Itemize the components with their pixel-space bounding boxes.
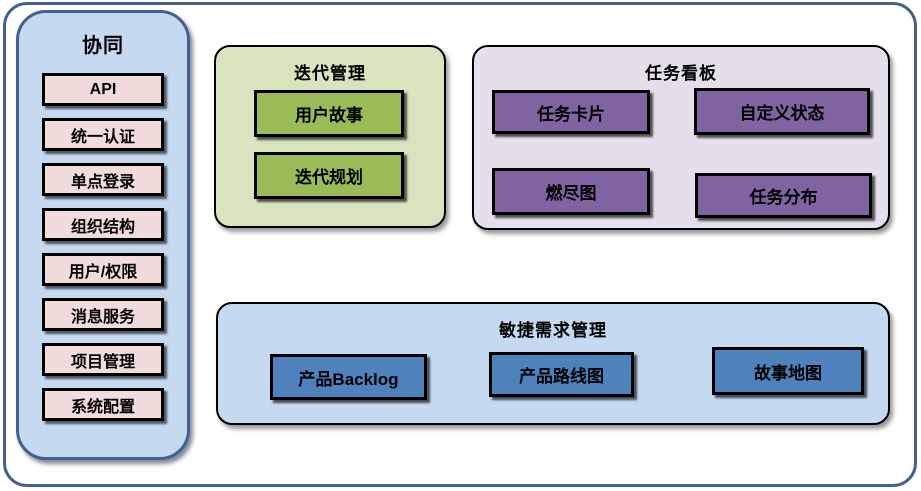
sidebar-item-org-structure: 组织结构 (42, 208, 164, 241)
sidebar-item-api: API (42, 73, 164, 106)
sidebar-title: 协同 (82, 35, 124, 57)
group-iteration-title: 迭代管理 (294, 64, 366, 83)
group-task-board: 任务看板 任务卡片 自定义状态 燃尽图 任务分布 (472, 45, 890, 230)
sidebar-item-message-service: 消息服务 (42, 298, 164, 331)
sidebar-item-unified-auth: 统一认证 (42, 118, 164, 151)
card-custom-status: 自定义状态 (694, 88, 870, 135)
card-user-story: 用户故事 (254, 90, 404, 137)
group-taskboard-title: 任务看板 (645, 64, 717, 83)
card-task-distribution: 任务分布 (695, 173, 872, 218)
sidebar-item-system-config: 系统配置 (42, 388, 164, 421)
group-requirements-title: 敏捷需求管理 (499, 321, 607, 340)
sidebar-collaboration: 协同 API 统一认证 单点登录 组织结构 用户/权限 消息服务 项目管理 系统… (16, 10, 190, 460)
group-iteration-management: 迭代管理 用户故事 迭代规划 (214, 45, 446, 228)
card-task-card: 任务卡片 (492, 90, 650, 134)
card-burndown-chart: 燃尽图 (492, 168, 650, 215)
card-product-roadmap: 产品路线图 (489, 352, 634, 397)
sidebar-item-user-permissions: 用户/权限 (42, 253, 164, 286)
sidebar-item-project-management: 项目管理 (42, 343, 164, 376)
sidebar-item-sso: 单点登录 (42, 163, 164, 196)
card-product-backlog: 产品Backlog (270, 354, 427, 400)
group-agile-requirements: 敏捷需求管理 产品Backlog 产品路线图 故事地图 (216, 302, 890, 425)
sidebar-item-list: API 统一认证 单点登录 组织结构 用户/权限 消息服务 项目管理 系统配置 (19, 73, 187, 421)
card-story-map: 故事地图 (712, 347, 864, 395)
card-iteration-planning: 迭代规划 (254, 152, 404, 199)
